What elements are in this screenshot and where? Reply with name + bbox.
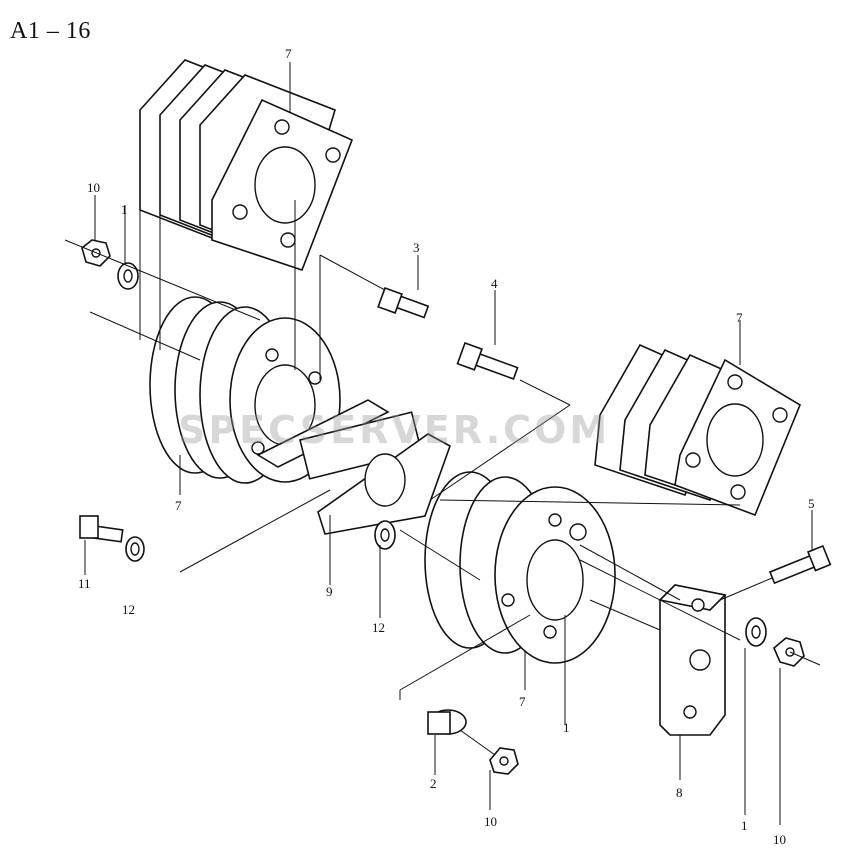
watermark: SPECSERVER.COM [178,408,611,452]
bolt-11 [79,515,124,543]
bolt-3 [377,286,430,319]
bolt-head [456,341,483,371]
shim-stack-right [594,343,802,517]
bolt-5 [768,544,832,585]
disk-center-hole [526,539,584,621]
bolt-hole [308,371,322,385]
shim-center-hole [254,146,316,224]
bolt-hole [274,119,290,135]
callout-7: 7 [519,694,526,709]
shim-center-hole [706,403,764,477]
callout-labels: 7 10 1 3 4 7 7 5 11 12 9 12 7 1 2 10 8 1… [78,46,815,847]
flange-disk-stack-right [424,471,616,664]
washer-hole [380,528,390,542]
callout-10: 10 [87,180,100,195]
bracket-hole [691,598,705,612]
callout-7: 7 [175,498,182,513]
bracket-hole [683,705,697,719]
bolt-hole [569,523,587,541]
callout-12: 12 [122,602,135,617]
callout-7: 7 [736,310,743,325]
callout-2: 2 [430,776,437,791]
flange-disk-stack-left [149,296,341,484]
bolt-head [806,544,832,572]
washer-hole [751,625,761,639]
center-shaft-assembly [256,399,451,535]
callout-12: 12 [372,620,385,635]
bolt-head [79,515,99,539]
callout-8: 8 [676,785,683,800]
callout-10: 10 [773,832,786,847]
callout-10: 10 [484,814,497,829]
callout-4: 4 [491,276,498,291]
bolt-head [377,286,403,314]
callout-1: 1 [121,202,128,217]
nut-10-right [773,637,805,667]
bolt-hole [325,147,341,163]
washers [117,262,767,647]
bolt-4 [456,341,519,380]
bolt-hole [772,407,788,423]
bracket-hole [689,649,711,671]
callout-1: 1 [563,720,570,735]
washer-hole [123,269,133,283]
callout-7: 7 [285,46,292,61]
leader-lines [64,62,821,825]
callout-9: 9 [326,584,333,599]
bolt-shank [474,352,519,380]
diagram-title: A1 – 16 [10,18,91,44]
bolt-hole [251,441,265,455]
nut-10-bottom [489,747,519,775]
callout-11: 11 [78,576,91,591]
flange-nut-2 [427,709,467,735]
bolt-hole [543,625,557,639]
bolt-hole [501,593,515,607]
callout-1: 1 [741,818,748,833]
bracket [658,584,727,736]
bolt-hole [265,348,279,362]
bracket-top [658,584,727,611]
bolt-hole [280,232,296,248]
bolt-hole [232,204,248,220]
nut-hole [499,756,509,766]
yoke-bore [364,453,406,507]
callout-5: 5 [808,496,815,511]
washer-hole [130,542,140,556]
bolt-hole [730,484,746,500]
callout-3: 3 [413,240,420,255]
bolt-hole [685,452,701,468]
shaft [299,411,423,480]
nut-body [427,711,451,735]
bolt-hole [727,374,743,390]
bolt-hole [548,513,562,527]
shim-stack-top [139,59,354,272]
bolt-shank [768,554,818,585]
